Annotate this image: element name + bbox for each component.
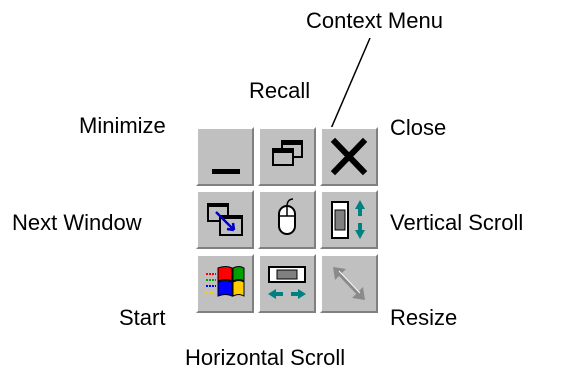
vertical-scroll-button[interactable] — [320, 190, 378, 249]
resize-label: Resize — [390, 305, 458, 330]
context-menu-button[interactable] — [258, 190, 316, 249]
vertical-scroll-icon — [331, 200, 365, 239]
context-menu-label: Context Menu — [306, 8, 443, 33]
windows-logo-icon — [206, 266, 245, 297]
minimize-button[interactable] — [196, 127, 254, 186]
restore-windows-icon — [272, 140, 303, 166]
minimize-icon — [212, 169, 240, 174]
horizontal-scroll-button[interactable] — [258, 254, 316, 313]
horizontal-scroll-icon — [268, 266, 306, 299]
close-x-icon — [330, 137, 368, 176]
mouse-icon — [278, 198, 296, 235]
recall-button[interactable] — [258, 127, 316, 186]
minimize-label: Minimize — [79, 113, 166, 138]
next-window-label: Next Window — [12, 210, 142, 235]
next-window-icon — [207, 203, 243, 236]
close-label: Close — [390, 115, 447, 140]
recall-label: Recall — [249, 78, 311, 103]
start-label: Start — [119, 305, 166, 330]
keyboard-button-grid — [196, 127, 381, 316]
vertical-scroll-label: Vertical Scroll — [390, 210, 524, 235]
horizontal-scroll-label: Horizontal Scroll — [185, 345, 346, 370]
resize-button[interactable] — [320, 254, 378, 313]
start-button[interactable] — [196, 254, 254, 313]
close-button[interactable] — [320, 127, 378, 186]
resize-diagonal-icon — [333, 267, 365, 300]
next-window-button[interactable] — [196, 190, 254, 249]
